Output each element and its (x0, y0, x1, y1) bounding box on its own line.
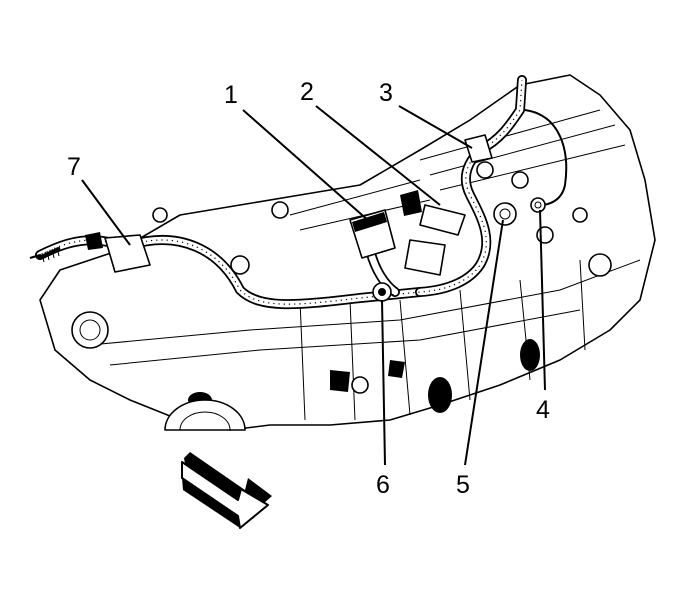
leader-4 (539, 209, 546, 391)
callout-6: 6 (376, 471, 390, 499)
callout-1: 1 (224, 81, 238, 109)
leader-lines (81, 105, 546, 466)
leader-6 (381, 299, 386, 466)
callout-3: 3 (379, 79, 393, 107)
callout-labels: 1 2 3 4 5 6 7 (67, 78, 550, 499)
leader-7 (81, 179, 131, 246)
bolt-5 (493, 202, 517, 226)
leader-5 (464, 219, 504, 466)
callout-7: 7 (67, 153, 81, 181)
callout-5: 5 (456, 471, 470, 499)
connector-3 (464, 134, 493, 163)
connector-2 (419, 204, 466, 236)
bracket-7 (104, 234, 151, 273)
engine-assembly (39, 74, 656, 431)
leader-1 (242, 109, 371, 223)
direction-arrow-icon (181, 452, 272, 529)
leader-2 (315, 105, 441, 206)
callout-4: 4 (536, 396, 550, 424)
ground-eyelet-4 (530, 197, 546, 213)
wiring-harness (29, 75, 568, 310)
leader-3 (398, 105, 473, 149)
components (37, 134, 546, 302)
callout-2: 2 (300, 78, 314, 106)
